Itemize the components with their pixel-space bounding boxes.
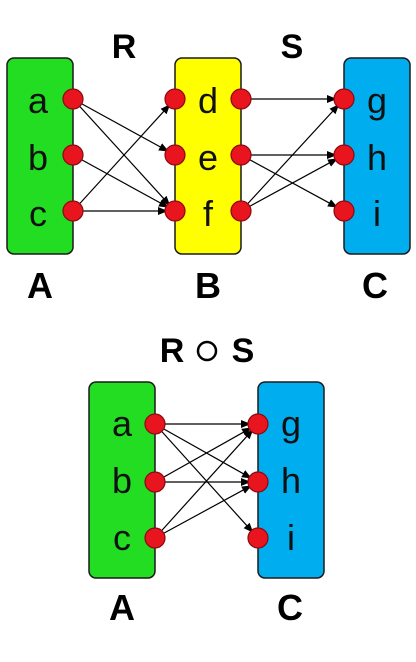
set-a-name: A — [27, 265, 53, 306]
dot-e-out — [230, 144, 252, 166]
dot-i-in — [333, 200, 355, 222]
bottom-dot-i-in — [247, 527, 269, 549]
composition-arrow-a-i — [154, 423, 254, 533]
relation-r-label: R — [112, 28, 137, 66]
element-h: h — [367, 137, 387, 178]
bottom-dot-g-in — [247, 413, 269, 435]
relation-r-arrow-a-f — [72, 98, 171, 206]
dot-d-out — [230, 88, 252, 110]
dot-b-out — [62, 144, 84, 166]
bottom-element-dots — [144, 413, 269, 549]
composition-arrow-c-h — [154, 485, 252, 539]
relation-r-arrow-b-f — [72, 154, 169, 208]
composition-arrow-c-g — [154, 429, 254, 539]
composition-left-label: R — [160, 332, 185, 370]
composition-arrow-b-g — [154, 427, 252, 483]
dot-f-out — [230, 200, 252, 222]
set-c-name: C — [362, 265, 388, 306]
relation-s-label: S — [281, 28, 304, 66]
top-relation-arrows — [72, 95, 340, 215]
element-i: i — [373, 193, 381, 234]
element-a: a — [28, 80, 49, 121]
dot-c-out — [62, 200, 84, 222]
bottom-dot-b-out — [144, 471, 166, 493]
bottom-element-c: c — [113, 517, 131, 558]
element-f: f — [203, 193, 214, 234]
element-d: d — [198, 80, 218, 121]
relation-s-arrow-f-h — [240, 158, 338, 212]
relation-s-arrow-f-g — [240, 104, 340, 212]
element-c: c — [29, 193, 47, 234]
bottom-element-h: h — [281, 460, 301, 501]
relation-r-arrow-a-e — [72, 98, 169, 152]
element-b: b — [28, 137, 48, 178]
bottom-element-g: g — [281, 403, 301, 444]
composition-right-label: S — [232, 332, 255, 370]
top-element-dots — [62, 88, 355, 222]
bottom-element-i: i — [287, 517, 295, 558]
dot-d-in — [164, 88, 186, 110]
composition-circle-icon — [196, 340, 218, 362]
relation-s-arrow-e-i — [240, 154, 338, 208]
composition-arrow-a-h — [154, 423, 252, 479]
set-b-name: B — [195, 265, 221, 306]
dot-h-in — [333, 144, 355, 166]
bottom-element-b: b — [112, 460, 132, 501]
element-e: e — [198, 137, 218, 178]
bottom-dot-a-out — [144, 413, 166, 435]
composition-arrows — [154, 420, 254, 539]
bottom-dot-c-out — [144, 527, 166, 549]
bottom-dot-h-in — [247, 471, 269, 493]
bottom-set-a-name: A — [109, 587, 135, 628]
bottom-element-a: a — [112, 403, 133, 444]
dot-f-in — [164, 200, 186, 222]
element-g: g — [367, 80, 387, 121]
dot-e-in — [164, 144, 186, 166]
dot-g-in — [333, 88, 355, 110]
relation-r-arrow-c-d — [72, 104, 171, 212]
dot-a-out — [62, 88, 84, 110]
bottom-set-c-name: C — [277, 587, 303, 628]
